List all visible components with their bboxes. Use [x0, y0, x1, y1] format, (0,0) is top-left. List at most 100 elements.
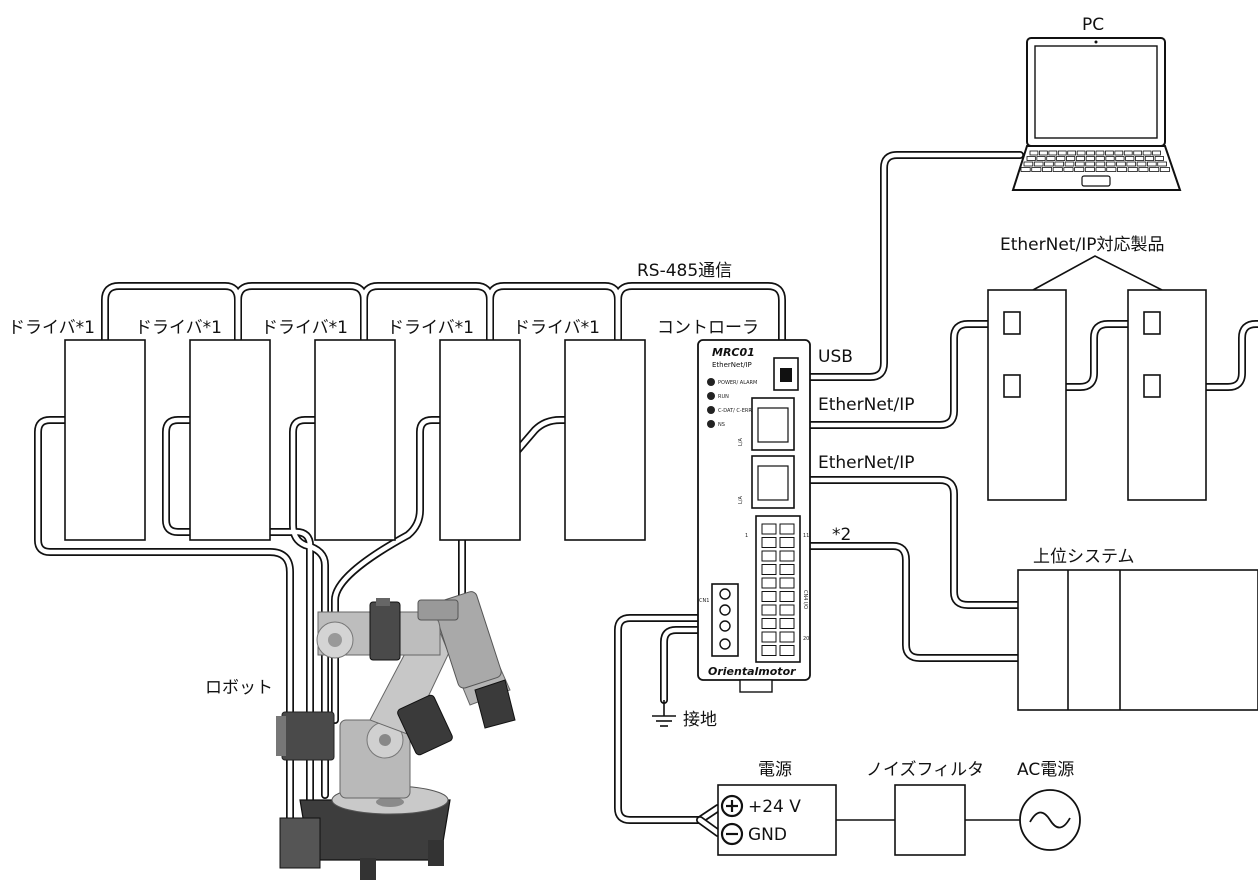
- pin-label: 20: [803, 636, 809, 642]
- plus-terminal-icon: [720, 794, 744, 818]
- keyboard-key: [1133, 150, 1143, 156]
- keyboard-key: [1086, 150, 1095, 156]
- keyboard-key: [1125, 156, 1135, 161]
- keyboard-key: [1031, 167, 1042, 172]
- io-terminal: [779, 550, 795, 562]
- keyboard-key: [1127, 167, 1138, 172]
- keyboard-key: [1116, 161, 1126, 167]
- io-terminal: [761, 631, 777, 643]
- gnd-label: GND: [748, 825, 787, 845]
- keyboard-key: [1066, 156, 1076, 161]
- led-label: C-DAT/ C-ERR: [718, 408, 752, 414]
- keyboard-key: [1048, 150, 1058, 156]
- keyboard-key: [1117, 167, 1128, 172]
- port-label: L/A: [738, 496, 744, 504]
- keyboard-key: [1057, 150, 1067, 156]
- keyboard-key: [1085, 156, 1095, 161]
- product-port: [1143, 374, 1161, 398]
- keyboard-key: [1105, 156, 1115, 161]
- ac-power-label: AC電源: [1017, 760, 1074, 780]
- power-supply-label: 電源: [758, 760, 792, 780]
- keyboard-key: [1046, 156, 1056, 161]
- brand-logo: Orientalmotor: [708, 665, 796, 678]
- voltage-label: +24 V: [748, 797, 801, 817]
- io-terminal: [761, 564, 777, 575]
- ground-icon: [652, 700, 676, 727]
- driver-box: [564, 339, 646, 541]
- driver-label: ドライバ*1: [387, 318, 474, 338]
- keyboard-key: [1095, 161, 1106, 167]
- keyboard-key: [1123, 150, 1133, 156]
- keyboard-key: [1044, 161, 1054, 167]
- keyboard-key: [1042, 167, 1053, 172]
- rs485-label: RS-485通信: [637, 261, 732, 281]
- driver-box: [314, 339, 396, 541]
- noise-filter-box: [894, 784, 966, 856]
- keyboard-key: [1074, 167, 1085, 172]
- ground-label: 接地: [683, 710, 717, 730]
- keyboard-key: [1157, 161, 1167, 167]
- led-label: NS: [718, 422, 725, 428]
- keyboard-key: [1052, 167, 1063, 172]
- keyboard-key: [1026, 156, 1036, 161]
- driver-label: ドライバ*1: [513, 318, 600, 338]
- controller-device: MRC01 EtherNet/IP POWER/ ALARM RUN C-DAT…: [697, 339, 811, 693]
- product-port: [1003, 374, 1021, 398]
- led-label: RUN: [718, 394, 729, 400]
- keyboard-key: [1154, 156, 1164, 161]
- driver-box: [439, 339, 521, 541]
- io-terminal: [761, 618, 777, 629]
- product-port: [1003, 311, 1021, 335]
- io-terminal: [761, 645, 777, 656]
- driver-label: ドライバ*1: [8, 318, 95, 338]
- io-terminals: [761, 523, 795, 656]
- io-terminal: [779, 604, 795, 616]
- keyboard-key: [1063, 167, 1074, 172]
- keyboard-key: [1056, 156, 1066, 161]
- keyboard-key: [1105, 161, 1116, 167]
- keyboard-key: [1149, 167, 1160, 172]
- io-terminal: [761, 523, 777, 535]
- status-leds: POWER/ ALARM RUN C-DAT/ C-ERR NS: [707, 378, 757, 428]
- io-terminal: [779, 645, 795, 656]
- ethernet-ip-label: EtherNet/IP: [818, 453, 914, 473]
- keyboard-key: [1084, 167, 1095, 172]
- keyboard-key: [1138, 167, 1149, 172]
- keyboard-key: [1115, 156, 1125, 161]
- keyboard-key: [1152, 150, 1161, 156]
- keyboard-key: [1075, 161, 1085, 167]
- keyboard-key: [1023, 161, 1034, 167]
- laptop-icon: PC: [1011, 15, 1182, 191]
- drivers: ドライバ*1 ドライバ*1 ドライバ*1 ドライバ*1 ドライバ*1: [8, 318, 646, 541]
- keyboard-key: [1085, 161, 1095, 167]
- driver-box: [189, 339, 271, 541]
- keyboard-key: [1029, 150, 1039, 156]
- keyboard: [1020, 150, 1170, 172]
- keyboard-key: [1033, 161, 1044, 167]
- robot-arm-image: [276, 591, 516, 880]
- keyboard-key: [1064, 161, 1075, 167]
- led-label: POWER/ ALARM: [718, 380, 757, 386]
- ethernet-product-box: [1127, 289, 1207, 501]
- keyboard-key: [1135, 156, 1145, 161]
- connector-label: CN1: [699, 598, 709, 604]
- keyboard-key: [1067, 150, 1077, 156]
- io-terminal: [779, 631, 795, 643]
- connector-label: CN4 I/O: [802, 590, 808, 609]
- pc-label: PC: [1082, 15, 1104, 35]
- driver-label: ドライバ*1: [261, 318, 348, 338]
- robot-label: ロボット: [205, 678, 273, 698]
- keyboard-key: [1095, 156, 1105, 161]
- keyboard-key: [1036, 156, 1046, 161]
- ethernet-products-label: EtherNet/IP対応製品: [1000, 235, 1164, 255]
- io-terminal: [779, 591, 795, 602]
- products-bracket: [1032, 255, 1163, 291]
- ac-source-icon: [1019, 789, 1081, 851]
- driver-box: [64, 339, 146, 541]
- keyboard-key: [1105, 150, 1114, 156]
- pin-label: 11: [803, 533, 809, 539]
- io-terminal: [779, 618, 795, 629]
- port-label: L/A: [738, 438, 744, 446]
- keyboard-key: [1147, 161, 1157, 167]
- io-terminal: [779, 577, 795, 589]
